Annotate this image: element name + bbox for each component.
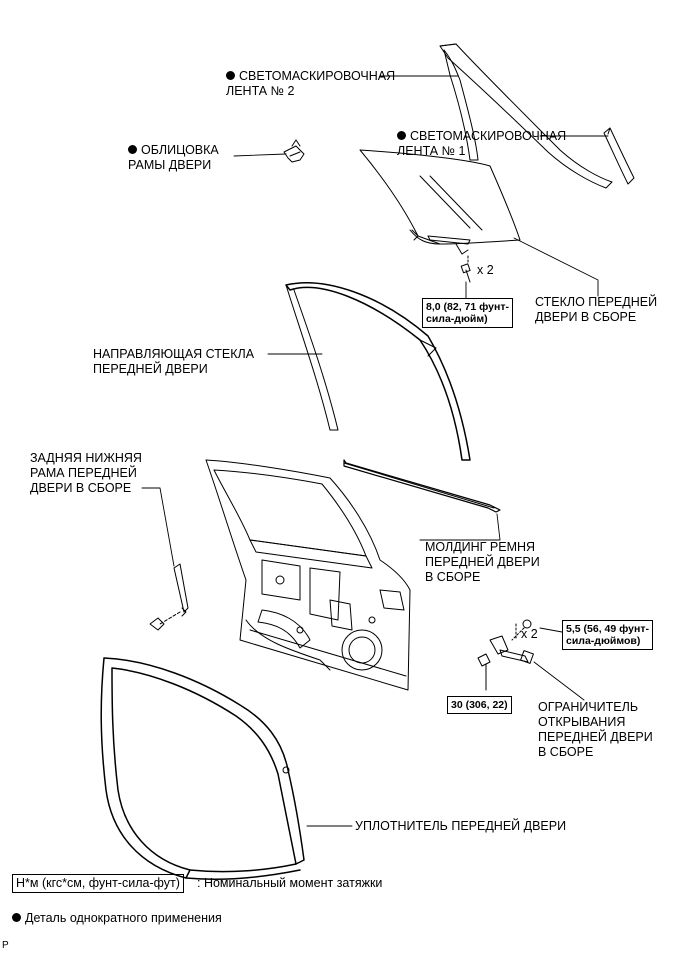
label-weatherstrip: УПЛОТНИТЕЛЬ ПЕРЕДНЕЙ ДВЕРИ [355,819,567,833]
label-shield-tape-2: СВЕТОМАСКИРОВОЧНАЯ ЛЕНТА № 2 [226,69,395,99]
label-text: РАМЫ ДВЕРИ [128,158,212,172]
torque-text: 5,5 (56, 49 фунт- [566,623,649,635]
rear-lower-frame [149,563,189,631]
label-text: СТЕКЛО ПЕРЕДНЕЙ [535,295,658,309]
single-use-dot-icon [128,145,137,154]
label-shield-tape-1: СВЕТОМАСКИРОВОЧНАЯ ЛЕНТА № 1 [397,129,566,159]
label-frame-trim: ОБЛИЦОВКА РАМЫ ДВЕРИ [128,143,219,173]
label-text: СВЕТОМАСКИРОВОЧНАЯ [239,69,396,83]
label-text: ПЕРЕДНЕЙ ДВЕРИ [425,555,540,569]
leader-lines [141,75,609,827]
belt-molding [343,459,501,513]
label-text: РАМА ПЕРЕДНЕЙ [30,466,137,480]
label-door-check: ОГРАНИЧИТЕЛЬ ОТКРЫВАНИЯ ПЕРЕДНЕЙ ДВЕРИ В… [538,700,653,760]
single-use-dot-icon [397,131,406,140]
torque-box-check-nut: 5,5 (56, 49 фунт- сила-дюймов) [562,620,653,650]
label-text: ЛЕНТА № 2 [226,84,295,98]
legend-single-use: Деталь однократного применения [12,911,222,926]
label-belt-molding: МОЛДИНГ РЕМНЯ ПЕРЕДНЕЙ ДВЕРИ В СБОРЕ [425,540,540,585]
weatherstrip [100,657,305,881]
label-text: В СБОРЕ [538,745,594,759]
shield-tape-1 [603,127,635,185]
frame-trim-part [283,139,305,163]
label-text: ПЕРЕДНЕЙ ДВЕРИ [93,362,208,376]
label-text: ЗАДНЯЯ НИЖНЯЯ [30,451,142,465]
torque-text: сила-дюймов) [566,635,641,647]
label-text: МОЛДИНГ РЕМНЯ [425,540,536,554]
door-glass [359,149,521,255]
legend-unit-box: Н*м (кгс*см, фунт-сила-фут) [12,874,184,893]
glass-bolt [460,255,471,283]
label-text: ДВЕРИ В СБОРЕ [30,481,132,495]
legend-unit-desc: : Номинальный момент затяжки [197,876,383,890]
legend-text: Деталь однократного применения [25,911,222,925]
label-text: ОБЛИЦОВКА [141,143,219,157]
corner-mark: P [2,940,9,951]
glass-run-channel [285,282,471,461]
label-text: ДВЕРИ В СБОРЕ [535,310,637,324]
torque-box-check-bolt: 30 (306, 22) [447,696,512,714]
torque-box-glass-bolt: 8,0 (82, 71 фунт- сила-дюйм) [422,298,513,328]
door-panel [205,459,411,691]
label-text: ОГРАНИЧИТЕЛЬ [538,700,639,714]
torque-text: 8,0 (82, 71 фунт- [426,301,509,313]
label-rear-lower-frame: ЗАДНЯЯ НИЖНЯЯ РАМА ПЕРЕДНЕЙ ДВЕРИ В СБОР… [30,451,142,496]
label-text: В СБОРЕ [425,570,481,584]
label-text: СВЕТОМАСКИРОВОЧНАЯ [410,129,567,143]
single-use-dot-icon [226,71,235,80]
qty-glass-bolt: x 2 [477,263,494,277]
qty-check-nut: x 2 [521,627,538,641]
label-glass-run-channel: НАПРАВЛЯЮЩАЯ СТЕКЛА ПЕРЕДНЕЙ ДВЕРИ [93,347,254,377]
single-use-dot-icon [12,913,21,922]
torque-text: сила-дюйм) [426,313,488,325]
shield-tape-2 [439,43,613,189]
door-check [477,619,534,691]
label-door-glass: СТЕКЛО ПЕРЕДНЕЙ ДВЕРИ В СБОРЕ [535,295,657,325]
label-text: ПЕРЕДНЕЙ ДВЕРИ [538,730,653,744]
label-text: НАПРАВЛЯЮЩАЯ СТЕКЛА [93,347,255,361]
label-text: ЛЕНТА № 1 [397,144,466,158]
label-text: ОТКРЫВАНИЯ [538,715,626,729]
